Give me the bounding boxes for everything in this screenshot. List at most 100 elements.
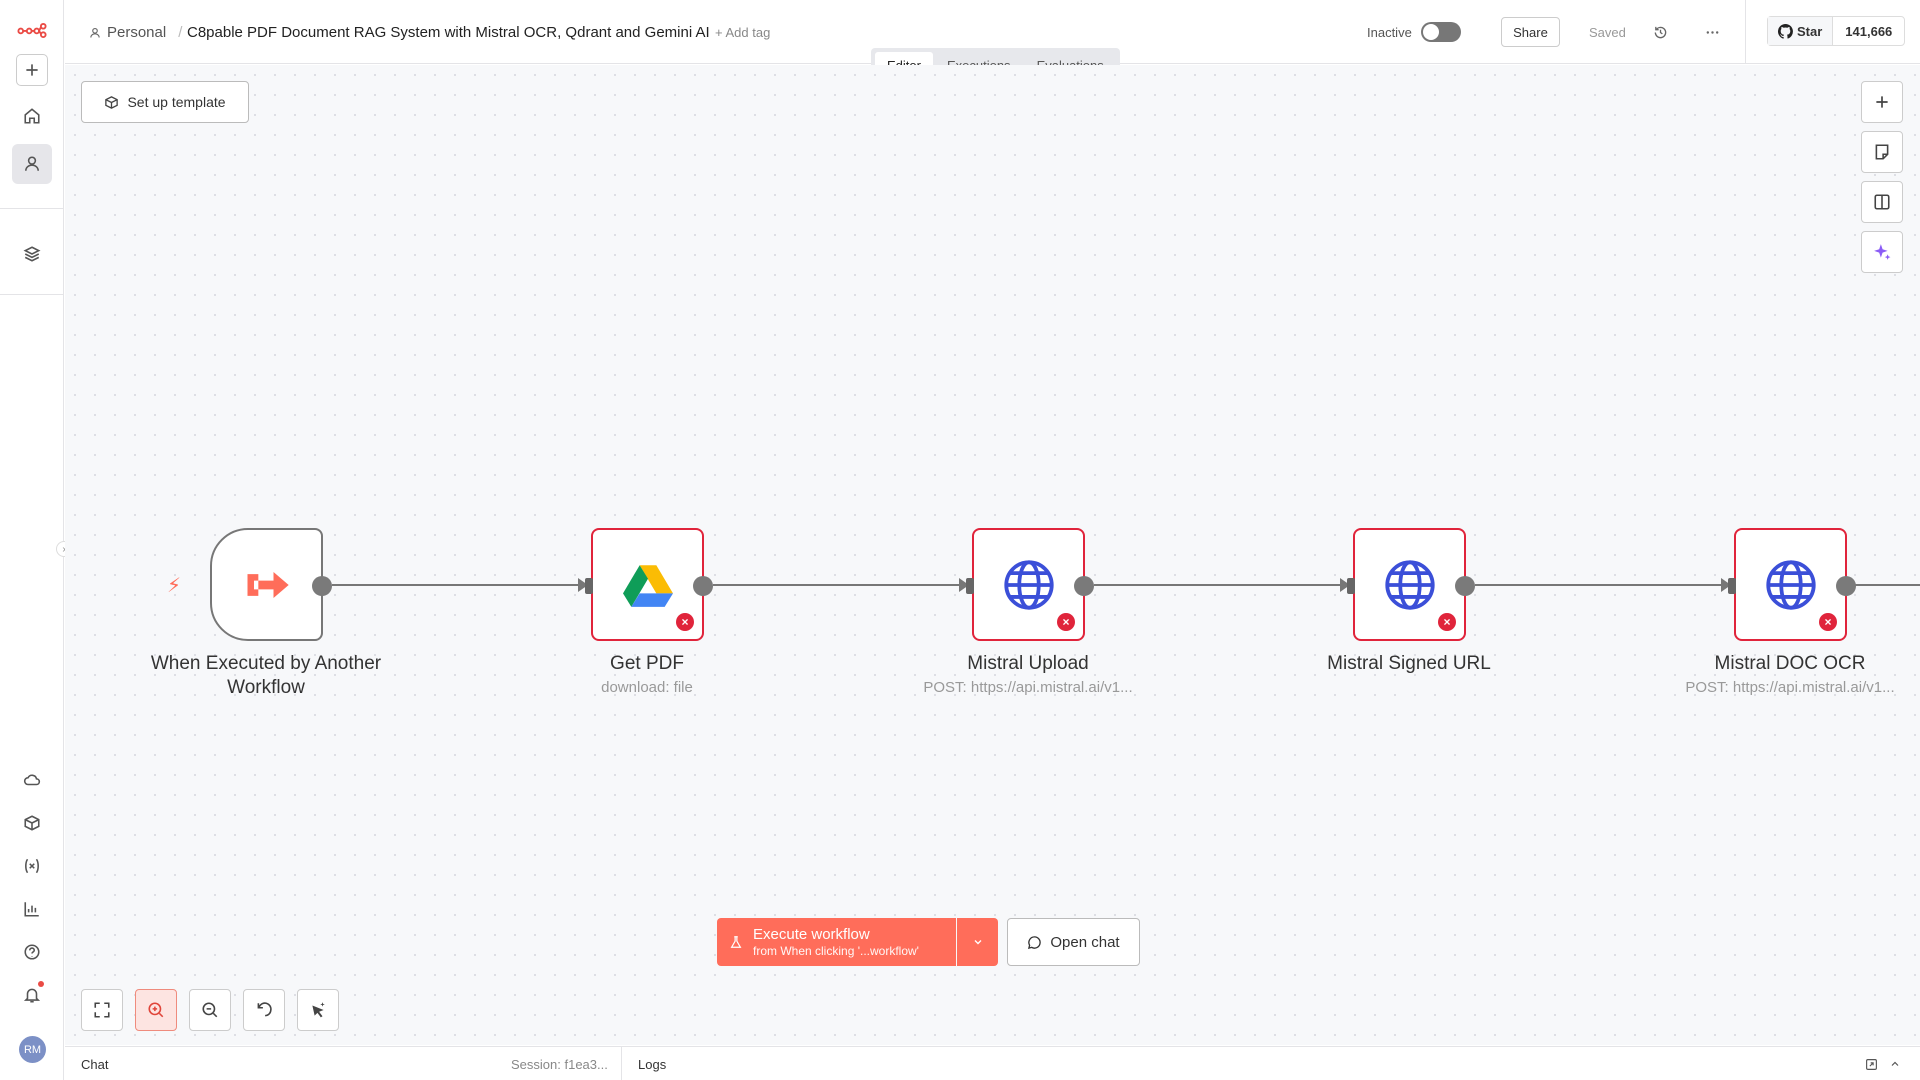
flask-icon [730,936,742,948]
node-when-executed[interactable] [210,528,332,641]
connection-arrow [1340,578,1350,592]
saved-status: Saved [1589,25,1626,40]
bottom-panel: Chat Session: f1ea3... Logs [65,1046,1920,1080]
sparkle-icon [1874,244,1891,260]
chat-bubble-icon [1028,935,1042,949]
notifications-bell-icon[interactable] [12,975,52,1015]
breadcrumb[interactable]: Personal / [89,24,182,41]
node-title: Mistral DOC OCR [1714,653,1866,674]
share-button[interactable]: Share [1501,17,1560,47]
active-status-label: Inactive [1367,25,1412,40]
execute-workflow-sublabel: from When clicking '...workflow' [753,944,919,958]
connection-line[interactable] [1855,584,1920,586]
execute-workflow-button[interactable]: Execute workflow from When clicking '...… [717,918,956,966]
toggle-panel-button[interactable] [1861,181,1903,223]
tidy-up-button[interactable] [297,989,339,1031]
input-port[interactable] [1728,578,1736,594]
input-port[interactable] [1347,578,1355,594]
open-chat-label: Open chat [1050,933,1120,951]
panel-icon [1874,194,1890,210]
node-subtitle: download: file [601,679,693,696]
output-port[interactable] [1455,576,1475,596]
zoom-in-button[interactable] [135,989,177,1031]
create-button[interactable] [16,54,48,86]
package-icon [105,95,119,109]
zoom-out-icon [202,1002,218,1018]
avatar[interactable]: RM [19,1036,46,1063]
insights-chart-icon[interactable] [12,889,52,929]
github-star-label: Star [1797,23,1823,39]
zoom-in-icon [148,1002,164,1018]
input-port[interactable] [966,578,974,594]
add-sticky-note-button[interactable] [1861,131,1903,173]
logs-panel-tab[interactable]: Logs [638,1057,667,1072]
project-name[interactable]: Personal [107,24,167,41]
left-sidebar: RM › [0,0,72,1080]
templates-layers-icon[interactable] [12,234,52,274]
node-mistral-signed-url[interactable]: × [1347,528,1475,641]
more-options-icon[interactable] [1700,20,1724,44]
breadcrumb-separator: / [178,24,183,41]
package-icon[interactable] [12,803,52,843]
error-badge-icon: × [676,613,694,631]
node-mistral-upload[interactable]: × [966,528,1094,641]
connection-arrow [578,578,588,592]
sidebar-divider [0,294,64,295]
add-tag-button[interactable]: + Add tag [715,25,771,40]
plus-icon [1876,96,1888,108]
output-port[interactable] [312,576,332,596]
workflow-canvas[interactable]: Set up template ⚡ When Executed by Anoth… [65,65,1920,1045]
input-port[interactable] [585,578,593,594]
variables-icon[interactable] [12,846,52,886]
error-badge-icon: × [1057,613,1075,631]
cursor-sparkle-icon [312,1002,325,1018]
node-mistral-doc-ocr[interactable]: × [1728,528,1856,641]
ai-assistant-button[interactable] [1861,231,1903,273]
error-badge-icon: × [1438,613,1456,631]
home-icon[interactable] [12,96,52,136]
github-icon [1778,23,1793,39]
undo-button[interactable] [243,989,285,1031]
sign-in-arrow-icon [247,571,289,598]
active-toggle[interactable] [1421,22,1461,42]
globe-icon [1003,559,1054,610]
fit-view-button[interactable] [81,989,123,1031]
workflow-title[interactable]: C8pable PDF Document RAG System with Mis… [187,24,710,41]
node-title: Mistral Upload [967,653,1089,674]
set-up-template-button[interactable]: Set up template [81,81,249,123]
chevron-up-icon[interactable] [1887,1056,1903,1072]
set-up-template-label: Set up template [127,94,226,110]
add-node-button[interactable] [1861,81,1903,123]
help-icon[interactable] [12,932,52,972]
connection-line[interactable] [332,584,644,586]
header-divider [1745,0,1746,64]
sticky-note-icon [1875,144,1889,160]
chat-panel-tab[interactable]: Chat [81,1057,109,1072]
history-icon[interactable] [1648,20,1672,44]
notification-dot [38,981,44,987]
node-get-pdf[interactable]: × [585,528,713,641]
trigger-bolt-icon: ⚡ [167,575,182,597]
github-star-widget[interactable]: Star 141,666 [1767,16,1906,46]
pop-out-icon[interactable] [1863,1056,1879,1072]
connection-arrow [1721,578,1731,592]
personal-user-icon[interactable] [12,144,52,184]
node-title: Get PDF [610,653,684,674]
node-subtitle: POST: https://api.mistral.ai/v1... [1685,679,1895,696]
connection-line[interactable] [1475,584,1787,586]
open-chat-button[interactable]: Open chat [1007,918,1140,966]
globe-icon [1384,559,1435,610]
output-port[interactable] [693,576,713,596]
session-id[interactable]: Session: f1ea3... [511,1057,608,1072]
output-port[interactable] [1074,576,1094,596]
zoom-out-button[interactable] [189,989,231,1031]
n8n-logo-icon[interactable] [12,10,52,50]
execute-options-dropdown[interactable] [957,918,998,966]
node-title: Mistral Signed URL [1327,653,1491,674]
output-port[interactable] [1836,576,1856,596]
connection-line[interactable] [713,584,1025,586]
connection-line[interactable] [1094,584,1406,586]
google-drive-icon [622,564,673,607]
chevron-down-icon [974,940,981,945]
cloud-icon[interactable] [12,760,52,800]
